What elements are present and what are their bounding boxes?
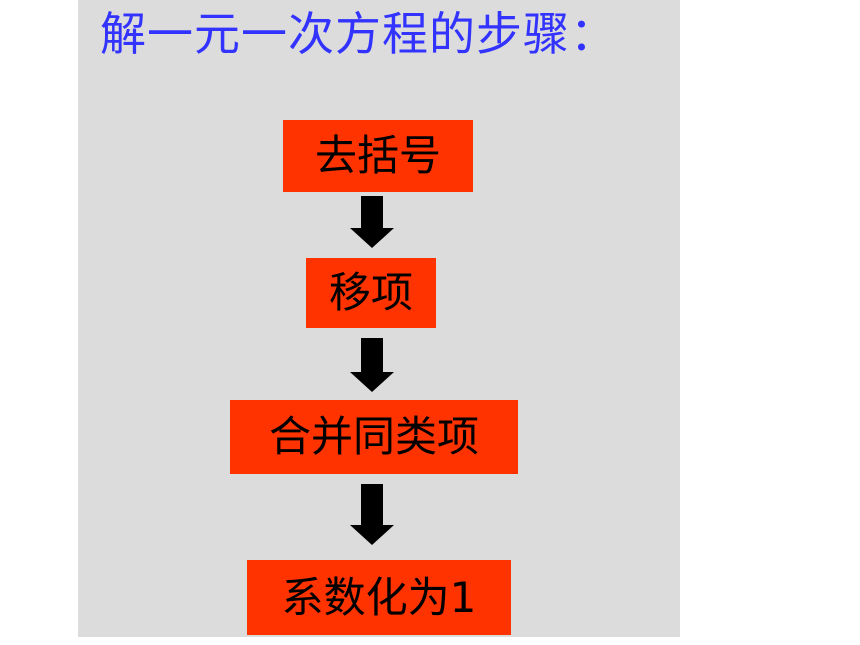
arrow-head <box>350 525 394 545</box>
step-box-remove-parentheses: 去括号 <box>283 120 473 192</box>
down-arrow-icon <box>350 338 394 392</box>
arrow-head <box>350 372 394 392</box>
step-box-coefficient-to-one: 系数化为1 <box>247 560 511 635</box>
step-box-combine-like-terms: 合并同类项 <box>230 400 518 474</box>
arrow-shaft <box>361 484 383 526</box>
step-label: 移项 <box>328 268 413 317</box>
step-label: 去括号 <box>314 131 441 180</box>
arrow-shaft <box>361 196 383 229</box>
down-arrow-icon <box>350 196 394 248</box>
diagram-title: 解一元一次方程的步骤： <box>100 7 617 61</box>
step-box-transpose-terms: 移项 <box>306 258 436 328</box>
step-label: 系数化为1 <box>281 572 477 622</box>
arrow-shaft <box>361 338 383 373</box>
down-arrow-icon <box>350 484 394 546</box>
step-label: 合并同类项 <box>268 412 479 461</box>
arrow-head <box>350 228 394 248</box>
